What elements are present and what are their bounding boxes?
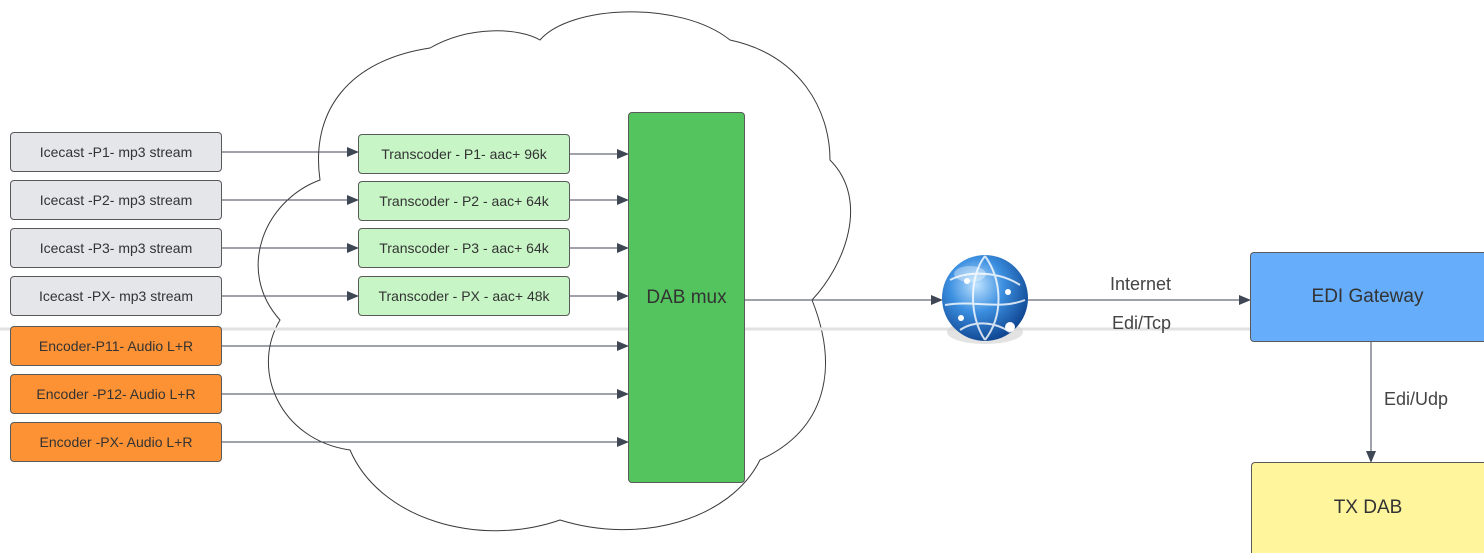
internet-globe-icon <box>942 255 1028 344</box>
tx-dab: TX DAB <box>1251 462 1484 553</box>
encoder-p11: Encoder-P11- Audio L+R <box>10 326 222 366</box>
encoder-px: Encoder -PX- Audio L+R <box>10 422 222 462</box>
transcoder-px: Transcoder - PX - aac+ 48k <box>358 276 570 316</box>
icecast-source-px: Icecast -PX- mp3 stream <box>10 276 222 316</box>
dab-mux: DAB mux <box>628 112 745 483</box>
icecast-source-p3: Icecast -P3- mp3 stream <box>10 228 222 268</box>
encoder-p12: Encoder -P12- Audio L+R <box>10 374 222 414</box>
transcoder-p2: Transcoder - P2 - aac+ 64k <box>358 181 570 221</box>
icecast-source-p1: Icecast -P1- mp3 stream <box>10 132 222 172</box>
transcoder-p1: Transcoder - P1- aac+ 96k <box>358 134 570 174</box>
internet-label: Internet <box>1110 274 1172 294</box>
icecast-source-p2: Icecast -P2- mp3 stream <box>10 180 222 220</box>
cloud-shape <box>257 11 852 532</box>
transcoder-p3: Transcoder - P3 - aac+ 64k <box>358 228 570 268</box>
edi-gateway: EDI Gateway <box>1250 252 1484 342</box>
edi-tcp-label: Edi/Tcp <box>1112 313 1172 333</box>
edi-udp-label: Edi/Udp <box>1384 389 1449 409</box>
